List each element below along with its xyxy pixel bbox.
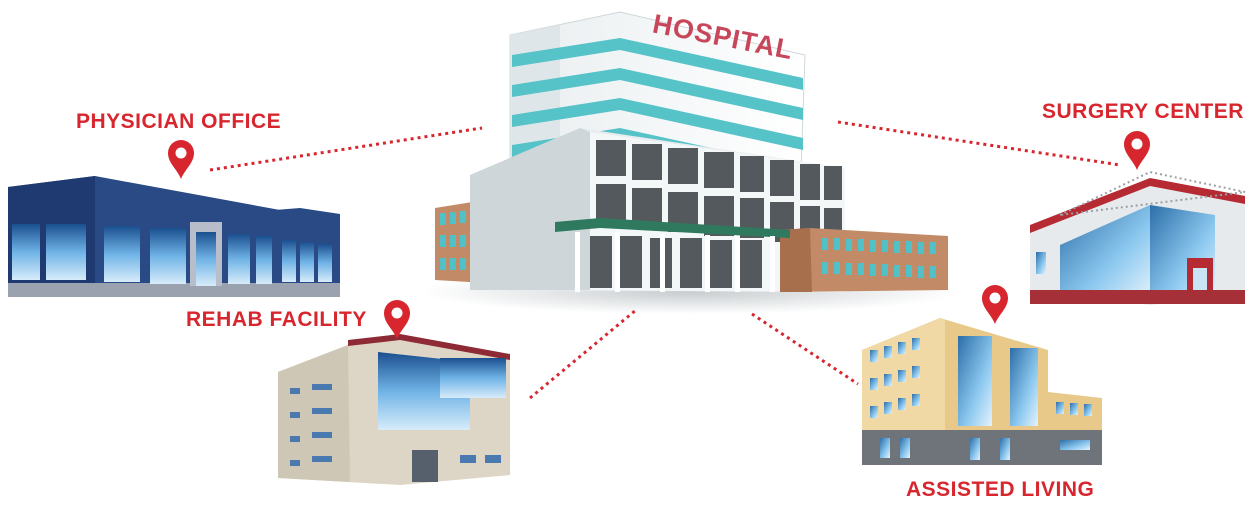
connector-physician-office (209, 126, 483, 172)
apartment-building-icon (278, 334, 510, 485)
clinic-building-icon (1030, 170, 1246, 305)
rehab-facility-label: REHAB FACILITY (186, 308, 367, 331)
connector-assisted-living (751, 312, 859, 386)
map-pin-icon (982, 285, 1008, 324)
map-pin-icon (384, 300, 410, 339)
assisted-living-label: ASSISTED LIVING (906, 478, 1095, 501)
connectors (209, 120, 1121, 400)
connector-surgery-center (837, 120, 1121, 167)
map-pin-icon (1124, 131, 1150, 170)
map-pin-icon (168, 140, 194, 179)
residence-building-icon (862, 318, 1102, 465)
physician-office-label: PHYSICIAN OFFICE (76, 110, 282, 133)
hospital-building-icon (420, 11, 960, 314)
connector-rehab-facility (529, 308, 637, 400)
office-building-icon (8, 176, 340, 297)
surgery-center-label: SURGERY CENTER (1042, 100, 1244, 123)
